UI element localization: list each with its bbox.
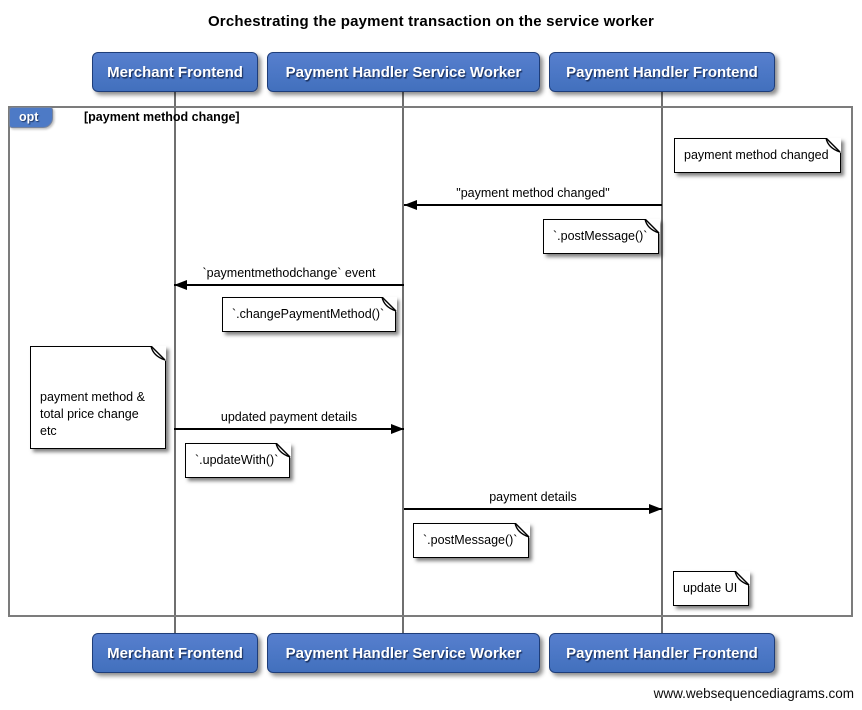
note-post-message-2: `.postMessage()` (413, 522, 530, 558)
message-label: "payment method changed" (456, 186, 610, 200)
message-line (174, 428, 404, 430)
note-text: update UI (683, 581, 738, 595)
actor-box-payment-handler-service-worker-bottom: Payment Handler Service Worker (267, 633, 540, 673)
lifeline-merchant-frontend (174, 92, 176, 633)
message-label: updated payment details (220, 410, 358, 424)
opt-fragment-operator: opt (9, 107, 54, 128)
watermark: www.websequencediagrams.com (653, 686, 854, 701)
actor-label: Payment Handler Frontend (566, 644, 758, 662)
note-fold-icon (150, 345, 167, 361)
note-update-ui: update UI (673, 570, 750, 606)
note-fold-icon (825, 137, 841, 153)
actor-box-merchant-frontend-bottom: Merchant Frontend (92, 633, 258, 673)
note-fold-icon (514, 522, 530, 538)
note-text: `.changePaymentMethod()` (232, 307, 385, 321)
note-text: payment method changed (684, 148, 829, 162)
note-text: payment method & total price change etc (40, 390, 145, 438)
actor-box-payment-handler-frontend-bottom: Payment Handler Frontend (549, 633, 775, 673)
actor-box-payment-handler-frontend-top: Payment Handler Frontend (549, 52, 775, 92)
opt-fragment-frame (8, 106, 853, 617)
note-fold-icon (275, 442, 291, 458)
note-fold-icon (644, 218, 660, 234)
note-payment-method-total-price: payment method & total price change etc (30, 345, 167, 449)
actor-box-merchant-frontend-top: Merchant Frontend (92, 52, 258, 92)
message-label: `paymentmethodchange` event (202, 266, 376, 280)
message-line (174, 284, 404, 286)
note-payment-method-changed: payment method changed (674, 137, 841, 173)
message-updated-payment-details: updated payment details (174, 410, 404, 434)
arrowhead-right-icon (649, 504, 662, 514)
note-text: `.postMessage()` (423, 533, 518, 547)
diagram-title: Orchestrating the payment transaction on… (207, 13, 655, 30)
actor-label: Payment Handler Service Worker (285, 63, 522, 81)
actor-label: Payment Handler Service Worker (285, 644, 522, 662)
actor-label: Payment Handler Frontend (566, 63, 758, 81)
message-label: payment details (489, 490, 577, 504)
arrowhead-right-icon (391, 424, 404, 434)
note-post-message-1: `.postMessage()` (543, 218, 660, 254)
opt-fragment-condition: [payment method change] (84, 110, 240, 124)
note-fold-icon (733, 570, 750, 586)
note-text: `.updateWith()` (195, 453, 279, 467)
message-payment-method-changed: "payment method changed" (404, 186, 662, 210)
actor-box-payment-handler-service-worker-top: Payment Handler Service Worker (267, 52, 540, 92)
actor-label: Merchant Frontend (107, 644, 243, 662)
lifeline-payment-handler-service-worker (402, 92, 404, 633)
message-payment-details: payment details (404, 490, 662, 514)
note-update-with: `.updateWith()` (185, 442, 291, 478)
arrowhead-left-icon (404, 200, 417, 210)
lifeline-payment-handler-frontend (661, 92, 663, 633)
message-line (404, 508, 662, 510)
note-fold-icon (380, 296, 397, 312)
actor-label: Merchant Frontend (107, 63, 243, 81)
note-change-payment-method: `.changePaymentMethod()` (222, 296, 397, 332)
message-paymentmethodchange-event: `paymentmethodchange` event (174, 266, 404, 290)
arrowhead-left-icon (174, 280, 187, 290)
message-line (404, 204, 662, 206)
note-text: `.postMessage()` (553, 229, 648, 243)
